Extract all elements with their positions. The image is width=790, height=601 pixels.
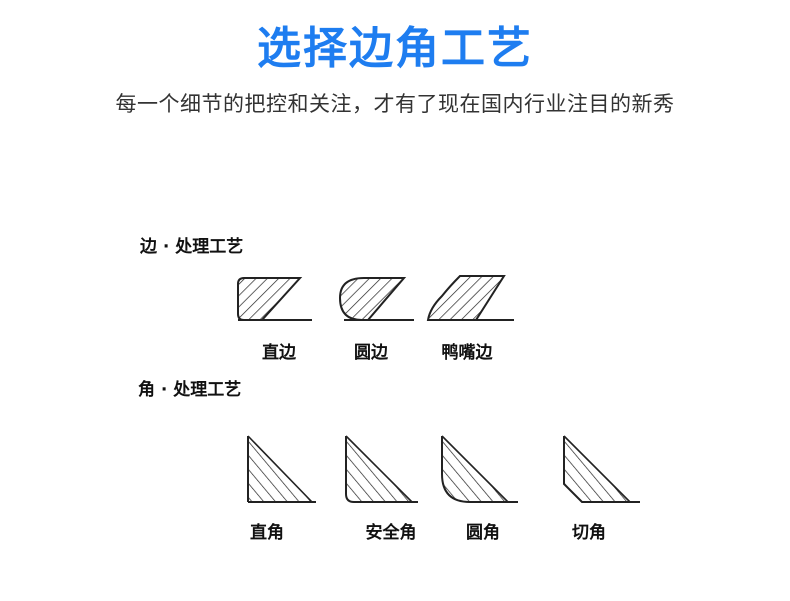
right-angle-label: 直角 (250, 523, 284, 543)
corner-section-title: 角 · 处理工艺 (138, 380, 242, 400)
safety-angle-diagram (345, 435, 418, 503)
safety-angle-label: 安全角 (365, 523, 417, 543)
straight-edge-label: 直边 (262, 343, 296, 363)
right-angle-diagram (247, 435, 316, 503)
page-subtitle: 每一个细节的把控和关注，才有了现在国内行业注目的新秀 (115, 92, 675, 116)
page-title: 选择边角工艺 (257, 23, 533, 74)
round-edge-diagram (338, 277, 414, 321)
round-angle-label: 圆角 (466, 523, 500, 543)
duck-bill-edge-label: 鸭嘴边 (441, 343, 493, 363)
round-edge-label: 圆边 (354, 343, 388, 363)
straight-edge-diagram (237, 277, 312, 321)
chamfer-angle-diagram (563, 435, 640, 503)
round-angle-diagram (441, 435, 518, 503)
chamfer-angle-label: 切角 (572, 523, 606, 543)
duck-bill-edge-diagram (426, 275, 514, 321)
edge-section-title: 边 · 处理工艺 (140, 237, 244, 257)
